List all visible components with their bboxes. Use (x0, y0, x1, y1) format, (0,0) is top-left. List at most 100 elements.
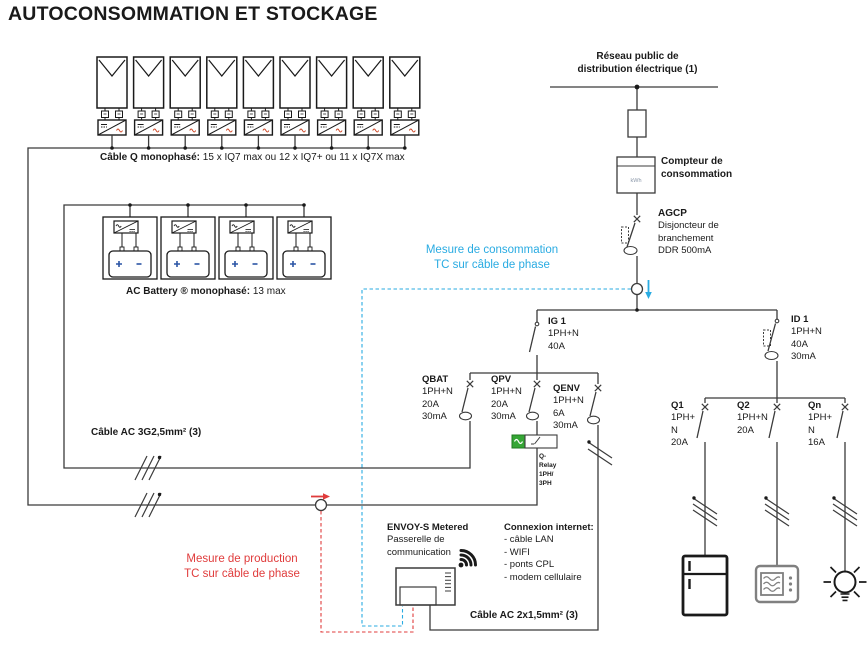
spec-line: 1PH+N (548, 328, 579, 340)
q1-breaker-icon (696, 403, 709, 439)
cable-ac-envoy-label: Câble AC 2x1,5mm² (3) (470, 610, 578, 621)
spec-line: 20A (491, 398, 508, 410)
spec-line: DDR 500mA (658, 245, 712, 257)
energy-meter-icon: kWh (616, 156, 656, 194)
pv-panel-with-microinverter-icon (96, 56, 128, 151)
spec-line: 1PH+N (553, 395, 584, 407)
spec-line: - câble LAN (504, 534, 554, 546)
spec-line: - WIFI (504, 546, 530, 558)
spec-line: branchement (658, 232, 714, 244)
pv-panel-with-microinverter-icon (206, 56, 238, 151)
spec-line: communication (387, 546, 451, 558)
spec-line: Q- (539, 453, 547, 460)
page-title: AUTOCONSOMMATION ET STOCKAGE (8, 3, 378, 25)
spec-line: 1PH+N (422, 386, 453, 398)
spec-line: 1PH/ (539, 471, 554, 478)
spec-line: 20A (422, 398, 439, 410)
battery-bank (102, 202, 332, 280)
spec-line: 40A (548, 340, 565, 352)
envoy-gateway-icon (395, 567, 456, 606)
battery-ac-line (63, 204, 471, 469)
spec-line: 30mA (791, 351, 816, 363)
pv-panel-with-microinverter-icon (169, 56, 201, 151)
spec-line: 30mA (491, 411, 516, 423)
qbat-breaker-icon (458, 380, 474, 421)
junction-dots (634, 84, 640, 312)
ac-battery-icon (102, 202, 158, 280)
spec-line: 30mA (553, 420, 578, 432)
microwave-icon (754, 564, 800, 604)
spec-line: 16A (808, 437, 825, 449)
spec-line: Relay (539, 462, 557, 469)
qn-breaker-icon (836, 403, 849, 439)
spec-line: 3PH (539, 480, 552, 487)
spec-line: Disjoncteur de (658, 220, 719, 232)
ac-battery-label: AC Battery ® monophasé: 13 max (126, 286, 286, 297)
q-relay-icon (511, 434, 558, 449)
pv-panel-with-microinverter-icon (315, 56, 348, 151)
pv-ac-line (27, 147, 538, 506)
spec-line: 1PH+N (791, 326, 822, 338)
spec-line: 30mA (422, 411, 447, 423)
id1-breaker-icon (763, 318, 780, 361)
ac-battery-icon (218, 202, 274, 280)
consumption-arrow-icon (645, 280, 652, 299)
q-relay-label: Q- Relay 1PH/3PH (539, 452, 556, 488)
cable-mark (587, 440, 613, 466)
spec-line: 1PH+N (737, 412, 768, 424)
spec-line: 20A (737, 424, 754, 436)
light-bulb-icon (823, 566, 867, 602)
pv-panel-with-microinverter-icon (132, 56, 165, 151)
qenv-breaker-icon (586, 384, 602, 425)
qpv-breaker-icon (525, 380, 541, 421)
spec-line: 1PH+N (491, 386, 522, 398)
internet-label: Connexion internet:- câble LAN- WIFI- po… (504, 522, 594, 583)
pv-panel-with-microinverter-icon (279, 56, 311, 151)
q2-breaker-icon (768, 403, 781, 439)
spec-line: 20A (671, 437, 688, 449)
spec-line: 1PH+ (808, 412, 833, 424)
pv-panel-with-microinverter-icon (389, 56, 421, 151)
cable-q-label: Câble Q monophasé: 15 x IQ7 max ou 12 x … (100, 152, 405, 163)
pv-array (96, 56, 421, 151)
spec-line: 1PH+ (671, 412, 696, 424)
ac-wiring (27, 86, 846, 631)
production-ct-link (320, 511, 414, 633)
spec-line: - modem cellulaire (504, 571, 582, 583)
cable-ac-main-label: Câble AC 3G2,5mm² (3) (91, 427, 202, 438)
service-fuse-icon (627, 109, 647, 138)
ig1-breaker-icon (528, 321, 540, 353)
production-ct-clamp-icon (314, 498, 328, 512)
spec-line: N (671, 424, 678, 436)
svg-text:kWh: kWh (631, 178, 642, 184)
consumption-ct-clamp-icon (630, 282, 644, 296)
wifi-icon (458, 549, 477, 568)
spec-line: 40A (791, 338, 808, 350)
refrigerator-icon (681, 554, 729, 617)
consumption-ct-link (361, 288, 631, 627)
spec-line: N (808, 424, 815, 436)
ac-battery-icon (276, 202, 332, 280)
pv-panel-with-microinverter-icon (352, 56, 384, 151)
agcp-breaker-icon (621, 215, 641, 256)
spec-line: - ponts CPL (504, 559, 555, 571)
production-arrow-icon (311, 493, 330, 500)
ac-battery-icon (160, 202, 216, 280)
spec-line: 6A (553, 407, 565, 419)
spec-line: Passerelle de (387, 534, 445, 546)
